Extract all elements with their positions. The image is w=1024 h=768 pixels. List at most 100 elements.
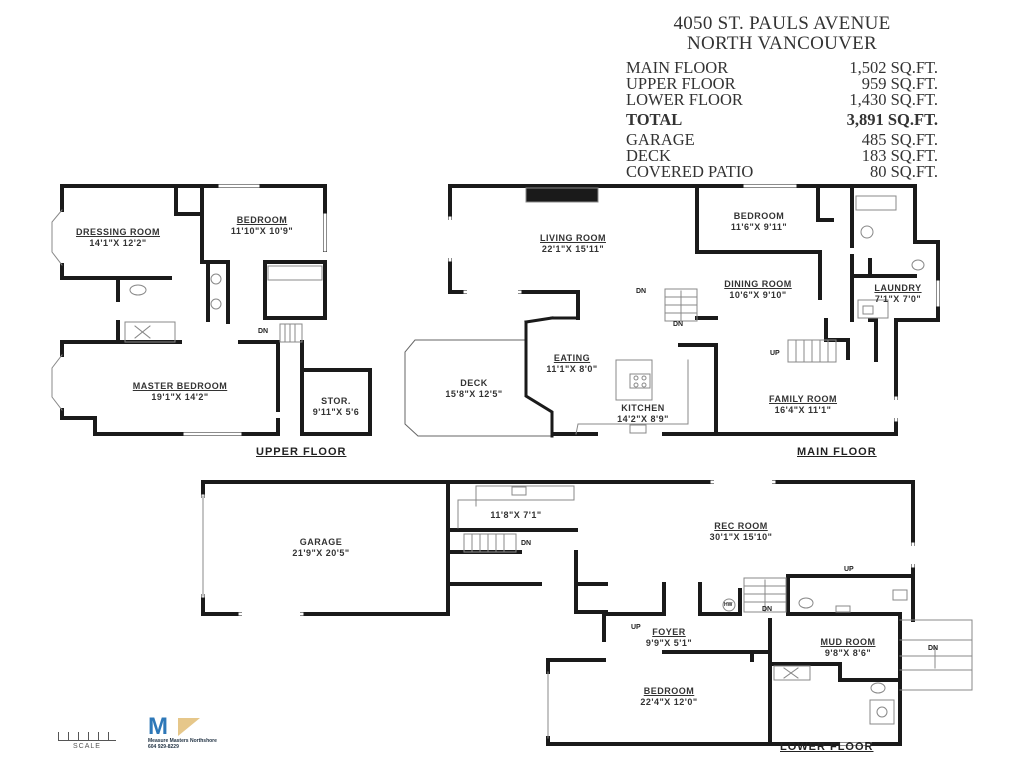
room-name: LIVING ROOM — [540, 233, 606, 243]
room-dims: 9'11"X 5'6 — [312, 407, 360, 417]
room-dims: 11'6"X 9'11" — [730, 222, 788, 232]
logo-mark-icon: M — [148, 713, 204, 740]
stair-label-dn: DN — [762, 606, 773, 613]
logo-letter: M — [148, 713, 168, 740]
area-value: 80 SQ.FT. — [870, 162, 938, 181]
room-dims: 22'4"X 12'0" — [640, 697, 698, 707]
room-dims: 21'9"X 20'5" — [292, 548, 350, 558]
stair-label-dn: DN — [928, 645, 939, 652]
room-dims: 11'1"X 8'0" — [546, 364, 598, 374]
room-dims: 14'2"X 8'9" — [617, 414, 669, 424]
stair-label-dn: DN — [258, 328, 269, 335]
room-name: REC ROOM — [714, 521, 768, 531]
room-name: DINING ROOM — [724, 279, 792, 289]
room-dims: 15'8"X 12'5" — [445, 389, 503, 399]
room-name: FAMILY ROOM — [768, 394, 838, 404]
area-label: DECK — [626, 146, 671, 165]
area-label: GARAGE — [626, 130, 695, 149]
lower-floor-walls — [201, 480, 915, 746]
logo-wedge-icon — [178, 718, 200, 736]
room-label-nook: 11'8"X 7'1" — [490, 510, 541, 521]
area-label: MAIN FLOOR — [626, 58, 729, 77]
area-value: 1,502 SQ.FT. — [849, 58, 938, 77]
room-name: MUD ROOM — [820, 637, 876, 647]
stair-label-up: UP — [770, 350, 780, 357]
floor-title-upper: UPPER FLOOR — [256, 446, 347, 458]
area-label: LOWER FLOOR — [626, 90, 743, 109]
area-row-garage: GARAGE 485 SQ.FT. — [626, 130, 938, 149]
room-name: DRESSING ROOM — [75, 227, 161, 237]
area-label: COVERED PATIO — [626, 162, 754, 181]
logo-company-name: Measure Masters Northshore — [148, 738, 217, 744]
room-dims: 9'8"X 8'6" — [824, 648, 872, 658]
room-dims: 10'6"X 9'10" — [729, 290, 787, 300]
room-dims: 11'8"X 7'1" — [490, 510, 542, 520]
area-row-total: TOTAL 3,891 SQ.FT. — [626, 110, 938, 129]
area-row-deck: DECK 183 SQ.FT. — [626, 146, 938, 165]
stair-label-dn: DN — [636, 288, 647, 295]
address-line-1: 4050 ST. PAULS AVENUE — [673, 13, 891, 34]
room-name: MASTER BEDROOM — [132, 381, 228, 391]
room-dims: 11'10"X 10'9" — [230, 226, 294, 236]
hot-water-tank-label: HW — [724, 602, 733, 608]
room-dims: 30'1"X 15'10" — [709, 532, 773, 542]
address-line-2: NORTH VANCOUVER — [686, 33, 878, 54]
area-value: 959 SQ.FT. — [861, 74, 938, 93]
scale-label: SCALE — [73, 743, 101, 750]
stair-label-up: UP — [844, 566, 854, 573]
room-name: STOR. — [321, 396, 351, 406]
area-label: UPPER FLOOR — [626, 74, 736, 93]
stair-label-up: UP — [631, 624, 641, 631]
total-value: 3,891 SQ.FT. — [846, 110, 938, 129]
room-dims: 9'9"X 5'1" — [645, 638, 693, 648]
room-dims: 22'1"X 15'11" — [541, 244, 605, 254]
area-row-lower: LOWER FLOOR 1,430 SQ.FT. — [626, 90, 938, 109]
area-row-main: MAIN FLOOR 1,502 SQ.FT. — [626, 58, 938, 77]
room-name: FOYER — [652, 627, 686, 637]
room-label-storage: STOR.9'11"X 5'6 — [313, 396, 360, 418]
area-summary: 4050 ST. PAULS AVENUE NORTH VANCOUVER MA… — [626, 14, 938, 180]
room-name: DECK — [460, 378, 488, 388]
total-label: TOTAL — [626, 110, 683, 129]
area-row-patio: COVERED PATIO 80 SQ.FT. — [626, 162, 938, 181]
area-value: 183 SQ.FT. — [861, 146, 938, 165]
room-name: BEDROOM — [733, 211, 785, 221]
main-floor-walls — [448, 184, 940, 436]
room-dims: 19'1"X 14'2" — [151, 392, 209, 402]
room-name: GARAGE — [299, 537, 343, 547]
scale-ruler-icon — [58, 732, 116, 741]
floor-title-lower: LOWER FLOOR — [780, 741, 874, 753]
room-name: BEDROOM — [643, 686, 695, 696]
room-name: LAUNDRY — [874, 283, 922, 293]
logo-phone: 604 929-8229 — [148, 744, 179, 750]
area-row-upper: UPPER FLOOR 959 SQ.FT. — [626, 74, 938, 93]
room-dims: 14'1"X 12'2" — [89, 238, 147, 248]
area-value: 1,430 SQ.FT. — [849, 90, 938, 109]
stair-label-dn: DN — [673, 321, 684, 328]
room-name: KITCHEN — [621, 403, 665, 413]
room-name: EATING — [553, 353, 591, 363]
stair-label-dn: DN — [521, 540, 532, 547]
floor-title-main: MAIN FLOOR — [797, 446, 877, 458]
area-value: 485 SQ.FT. — [861, 130, 938, 149]
company-logo: M Measure Masters Northshore 604 929-822… — [148, 713, 228, 751]
room-dims: 16'4"X 11'1" — [774, 405, 832, 415]
room-dims: 7'1"X 7'0" — [874, 294, 922, 304]
